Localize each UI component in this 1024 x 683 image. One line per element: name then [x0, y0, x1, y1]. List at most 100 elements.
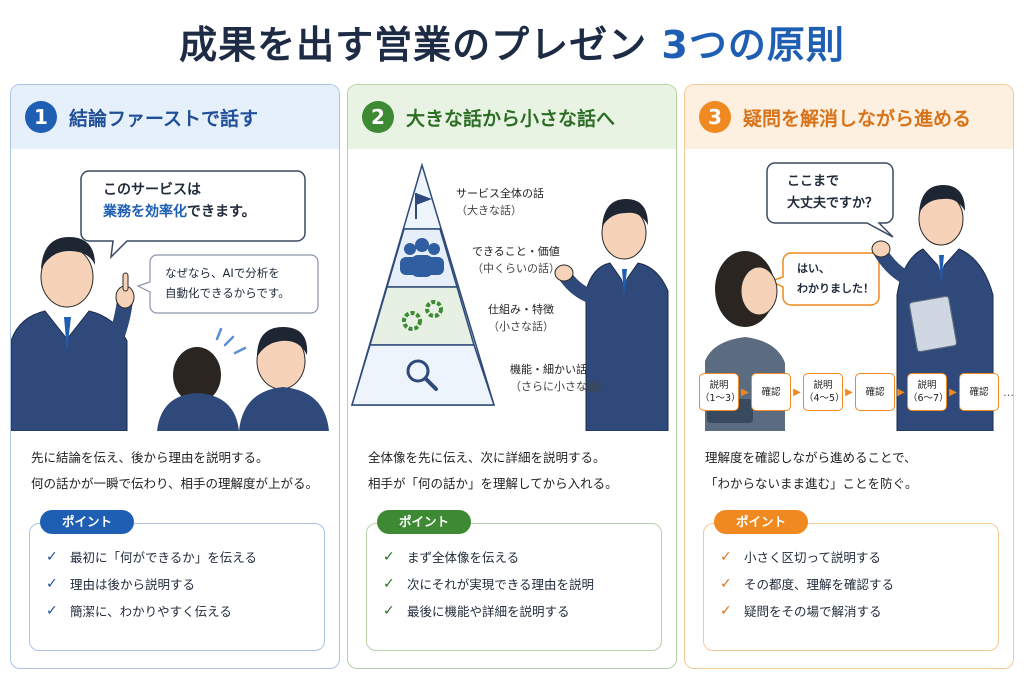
check-icon: ✓ [383, 576, 395, 592]
check-icon: ✓ [46, 549, 58, 565]
flow-step: 確認 [855, 373, 895, 411]
flow-step-range: （6〜7） [908, 393, 949, 404]
flag-icon [415, 193, 432, 219]
check-icon: ✓ [46, 603, 58, 619]
presenter-illustration [11, 170, 329, 432]
flow-step: 説明 （6〜7） [907, 373, 949, 411]
flow-step: 確認 [959, 373, 999, 411]
bubble-line: 自動化できるからです。 [165, 286, 290, 300]
step-number-badge: 1 [25, 101, 57, 133]
panel-header: 2 大きな話から小さな話へ [348, 85, 676, 149]
title-accent: 3つの原則 [661, 23, 845, 67]
point-box: ポイント ✓最初に「何ができるか」を伝える ✓理由は後から説明する ✓簡潔に、わ… [29, 510, 325, 651]
bubble-line: はい、 [797, 262, 830, 275]
bubble-line: なぜなら、AIで分析を [165, 266, 280, 280]
flow-step-label: 確認 [969, 386, 989, 398]
list-item: ✓ その都度、理解を確認する [720, 571, 894, 598]
level-label: できること・価値（中くらいの話） [472, 243, 560, 277]
desc-line: 「わからないまま進む」ことを防ぐ。 [705, 476, 918, 491]
check-icon: ✓ [720, 549, 732, 565]
level-sub: （さらに小さな話） [510, 380, 609, 393]
point-text: 簡潔に、わかりやすく伝える [70, 604, 232, 619]
arrow-right-icon: ▶ [793, 386, 801, 398]
point-list: ✓ まず全体像を伝える ✓ 次にそれが実現できる理由を説明 ✓ 最後に機能や詳細を説明… [383, 544, 594, 625]
panel-header: 1 結論ファーストで話す [11, 85, 339, 149]
flow-step: 確認 [751, 373, 791, 411]
title-main: 成果を出す営業のプレゼン [179, 23, 648, 67]
desc-line: 先に結論を伝え、後から理由を説明する。 [31, 450, 269, 465]
gears-icon [402, 300, 443, 331]
desc-line: 何の話かが一瞬で伝わり、相手の理解度が上がる。 [31, 476, 319, 491]
point-text: 次にそれが実現できる理由を説明 [407, 577, 595, 592]
arrow-right-icon: ▶ [949, 386, 957, 398]
point-tag: ポイント [377, 510, 472, 534]
illustration-pyramid: サービス全体の話 （大きな話） できること・価値（中くらいの話） 仕組み・特徴（小… [348, 149, 676, 432]
arrow-right-icon: ▶ [845, 386, 853, 398]
level-title: 機能・細かい話 [510, 363, 587, 376]
list-item: ✓ 簡潔に、わかりやすく伝える [46, 598, 257, 625]
bubble-line-rest: できます。 [187, 204, 256, 220]
flow-step-label: 確認 [865, 386, 885, 398]
bubble-line: ここまで [787, 174, 840, 189]
panel-description: 理解度を確認しながら進めることで、 「わからないまま進む」ことを防ぐ。 [705, 445, 1001, 497]
bubble-line: 大丈夫ですか？ [787, 196, 879, 211]
sub-speech-bubble-text: なぜなら、AIで分析を 自動化できるからです。 [165, 263, 290, 303]
panel-description: 全体像を先に伝え、次に詳細を説明する。 相手が「何の話か」を理解してから入れる。 [368, 445, 664, 497]
level-sub: （中くらいの話） [472, 262, 560, 275]
level-sub: （小さな話） [488, 320, 554, 333]
point-box: ポイント ✓ まず全体像を伝える ✓ 次にそれが実現できる理由を説明 ✓ 最後に機能や… [366, 510, 662, 651]
flow-step-range: （1〜3） [700, 393, 741, 404]
point-text: まず全体像を伝える [407, 550, 520, 565]
check-icon: ✓ [46, 576, 58, 592]
arrow-right-icon: ▶ [741, 386, 749, 398]
point-box: ポイント ✓小さく区切って説明する ✓その都度、理解を確認する ✓疑問をその場で… [703, 510, 999, 651]
level-sub: （大きな話） [456, 204, 522, 217]
point-text: 最初に「何ができるか」を伝える [70, 550, 257, 565]
flow-step-label: 説明 [709, 380, 729, 391]
flow-more: … [1003, 385, 1014, 399]
main-speech-bubble-text: このサービスは 業務を効率化できます。 [103, 179, 256, 223]
flow-step-label: 確認 [761, 386, 781, 398]
magnifier-icon [406, 359, 438, 391]
flow-step: 説明 （4〜5） [803, 373, 845, 411]
arrow-right-icon: ▶ [897, 386, 905, 398]
page-title: 成果を出す営業のプレゼン 3つの原則 [0, 14, 1024, 69]
panel-header: 3 疑問を解消しながら進める [685, 85, 1013, 149]
level-label: 仕組み・特徴（小さな話） [488, 301, 554, 335]
panel-heading: 疑問を解消しながら進める [743, 107, 972, 130]
level-label: 機能・細かい話 （さらに小さな話） [510, 361, 609, 395]
check-icon: ✓ [720, 603, 732, 619]
list-item: ✓ まず全体像を伝える [383, 544, 594, 571]
desc-line: 全体像を先に伝え、次に詳細を説明する。 [368, 450, 606, 465]
level-title: サービス全体の話 [456, 187, 544, 200]
flow-step: 説明 （1〜3） [699, 373, 741, 411]
pyramid-illustration [350, 162, 669, 432]
panel-conclusion-first: 1 結論ファーストで話す このサービスは 業務 [10, 84, 340, 669]
desc-line: 相手が「何の話か」を理解してから入れる。 [368, 476, 618, 491]
flow-step-label: 説明 [917, 380, 937, 391]
check-icon: ✓ [383, 603, 395, 619]
point-text: 理由は後から説明する [70, 577, 196, 592]
flow-step-label: 説明 [813, 380, 833, 391]
bubble-line: わかりました！ [797, 282, 874, 295]
flow-step-range: （4〜5） [804, 393, 845, 404]
point-list: ✓ 最初に「何ができるか」を伝える ✓ 理由は後から説明する ✓ 簡潔に、わかりやすく… [46, 544, 257, 625]
point-text: 最後に機能や詳細を説明する [407, 604, 570, 619]
check-icon: ✓ [720, 576, 732, 592]
illustration-presenter: このサービスは 業務を効率化できます。 なぜなら、AIで分析を 自動化できるから… [11, 149, 339, 432]
panel-description: 先に結論を伝え、後から理由を説明する。 何の話かが一瞬で伝わり、相手の理解度が上… [31, 445, 327, 497]
panel-resolve-questions: 3 疑問を解消しながら進める ここまで 大丈夫ですか？ [684, 84, 1014, 669]
list-item: ✓ 最後に機能や詳細を説明する [383, 598, 594, 625]
illustration-dialogue: ここまで 大丈夫ですか？ はい、 わかりました！ 説明（1〜3） ▶ 確認 ▶ … [685, 149, 1014, 432]
point-text: その都度、理解を確認する [744, 577, 895, 592]
bubble-line: このサービスは [103, 182, 201, 198]
people-icon [400, 238, 444, 277]
point-text: 疑問をその場で解消する [744, 604, 882, 619]
panel-heading: 大きな話から小さな話へ [406, 107, 616, 130]
level-label: サービス全体の話 （大きな話） [456, 185, 544, 219]
question-bubble-text: ここまで 大丈夫ですか？ [787, 171, 878, 215]
panel-big-to-small: 2 大きな話から小さな話へ [347, 84, 677, 669]
point-list: ✓ 小さく区切って説明する ✓ その都度、理解を確認する ✓ 疑問をその場で解消する [720, 544, 894, 625]
check-icon: ✓ [383, 549, 395, 565]
point-text: 小さく区切って説明する [744, 550, 881, 565]
